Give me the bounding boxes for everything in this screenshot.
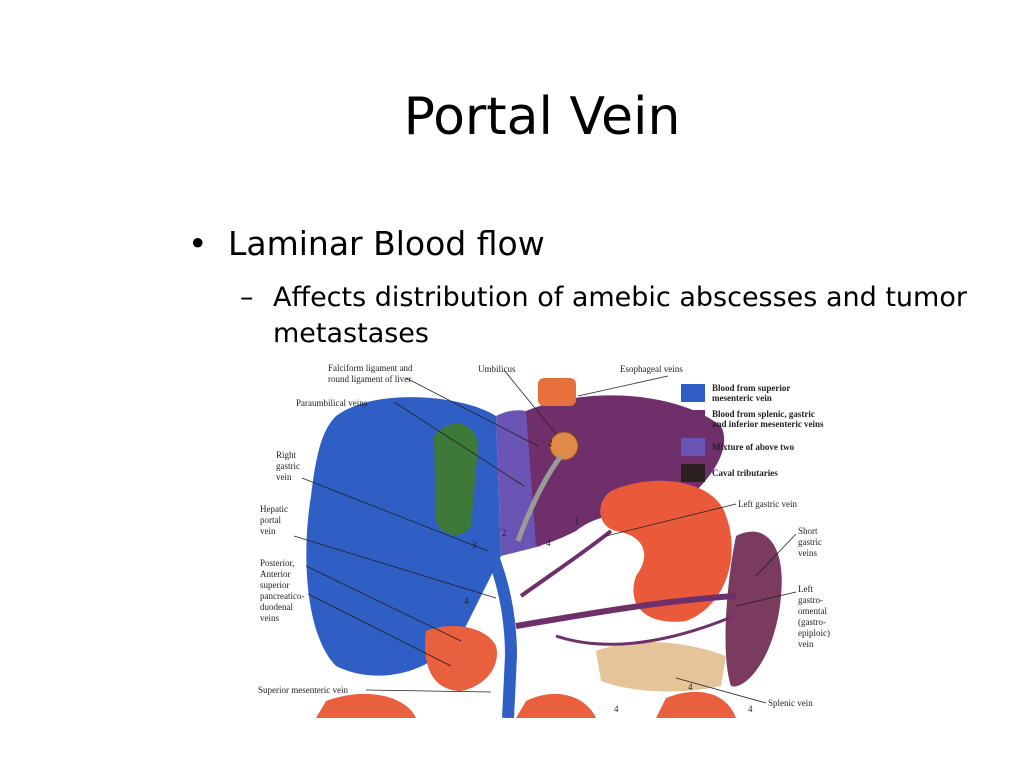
spleen bbox=[725, 531, 782, 687]
portal-vein-illustration: Falciform ligament and round ligament of… bbox=[256, 356, 856, 718]
gallbladder bbox=[434, 423, 478, 536]
label-right-gastric-3: vein bbox=[276, 472, 292, 482]
stomach bbox=[600, 480, 732, 622]
label-posterior-2: Anterior bbox=[260, 569, 291, 579]
legend-text: Blood from splenic, gastric bbox=[712, 409, 815, 419]
label-left-gastro-1: Left bbox=[798, 584, 813, 594]
label-hepatic-portal-1: Hepatic bbox=[260, 504, 288, 514]
paraumbilical-vein-path bbox=[515, 454, 564, 542]
slide-title: Portal Vein bbox=[403, 87, 681, 147]
region-number: 2 bbox=[548, 438, 553, 448]
label-posterior-5: duodenal bbox=[260, 602, 293, 612]
label-right-gastric-2: gastric bbox=[276, 461, 300, 471]
intestine-left bbox=[316, 693, 416, 718]
legend-text: Blood from superior bbox=[712, 383, 790, 393]
region-number: 4 bbox=[748, 704, 753, 714]
anatomy-diagram: Falciform ligament and round ligament of… bbox=[256, 356, 856, 718]
sub-bullet-text: Affects distribution of amebic abscesses… bbox=[273, 282, 967, 349]
legend-swatch-caval bbox=[681, 464, 705, 482]
legend-swatch-superior-mesenteric bbox=[681, 384, 705, 402]
legend: Blood from superior mesenteric vein Bloo… bbox=[681, 383, 824, 482]
splenic-vein-path bbox=[515, 593, 737, 629]
label-umbilicus: Umbilicus bbox=[478, 364, 516, 374]
intestine-right bbox=[656, 691, 736, 718]
label-posterior-1: Posterior, bbox=[260, 558, 294, 568]
label-left-gastro-6: vein bbox=[798, 639, 814, 649]
sub-bullet-item: – Affects distribution of amebic abscess… bbox=[240, 280, 1000, 352]
label-falciform-2: round ligament of liver bbox=[328, 374, 411, 384]
label-esophageal: Esophageal veins bbox=[620, 364, 683, 374]
legend-text: and inferior mesenteric veins bbox=[712, 419, 824, 429]
portal-vein-trunk bbox=[478, 533, 518, 718]
label-posterior-6: veins bbox=[260, 613, 279, 623]
liver-left-lobe bbox=[526, 395, 725, 546]
left-gastric-vein-path bbox=[519, 529, 613, 598]
bullet-symbol: • bbox=[188, 224, 208, 263]
legend-text: Mixture of above two bbox=[712, 442, 795, 452]
region-number: 4 bbox=[688, 682, 693, 692]
label-left-gastro-4: (gastro- bbox=[798, 617, 826, 627]
label-short-gastric-3: veins bbox=[798, 548, 817, 558]
intestine-center bbox=[516, 693, 596, 718]
label-hepatic-portal-3: vein bbox=[260, 526, 276, 536]
label-falciform-1: Falciform ligament and bbox=[328, 363, 413, 373]
region-number: 4 bbox=[464, 596, 469, 606]
legend-swatch-mixture bbox=[681, 438, 705, 456]
region-number: 1 bbox=[574, 516, 579, 526]
region-number: 2 bbox=[502, 528, 507, 538]
label-left-gastro-2: gastro- bbox=[798, 595, 823, 605]
sub-bullet-symbol: – bbox=[240, 282, 254, 313]
label-right-gastric-1: Right bbox=[276, 450, 297, 460]
legend-swatch-splenic bbox=[681, 410, 705, 428]
label-short-gastric-2: gastric bbox=[798, 537, 822, 547]
umbilicus-disc bbox=[549, 431, 579, 461]
label-splenic: Splenic vein bbox=[768, 698, 813, 708]
gastro-omental-vein-path bbox=[555, 614, 735, 646]
label-hepatic-portal-2: portal bbox=[260, 515, 281, 525]
region-number: 3 bbox=[472, 540, 477, 550]
bullet-text: Laminar Blood flow bbox=[228, 224, 545, 263]
label-paraumbilical: Paraumbilical veins bbox=[296, 398, 368, 408]
label-left-gastro-5: epiploic) bbox=[798, 628, 830, 638]
label-posterior-3: superior bbox=[260, 580, 290, 590]
duodenum bbox=[425, 626, 497, 691]
label-posterior-4: pancreatico- bbox=[260, 591, 304, 601]
label-left-gastric: Left gastric vein bbox=[738, 499, 797, 509]
label-superior-mesenteric: Superior mesenteric vein bbox=[258, 685, 348, 695]
region-number: 4 bbox=[614, 704, 619, 714]
legend-text: Caval tributaries bbox=[712, 468, 778, 478]
label-left-gastro-3: omental bbox=[798, 606, 827, 616]
label-short-gastric-1: Short bbox=[798, 526, 818, 536]
pancreas bbox=[596, 641, 726, 692]
legend-text: mesenteric vein bbox=[712, 393, 772, 403]
esophagus bbox=[538, 378, 576, 406]
bullet-item: • Laminar Blood flow bbox=[188, 222, 545, 266]
region-number: 4 bbox=[546, 538, 551, 548]
